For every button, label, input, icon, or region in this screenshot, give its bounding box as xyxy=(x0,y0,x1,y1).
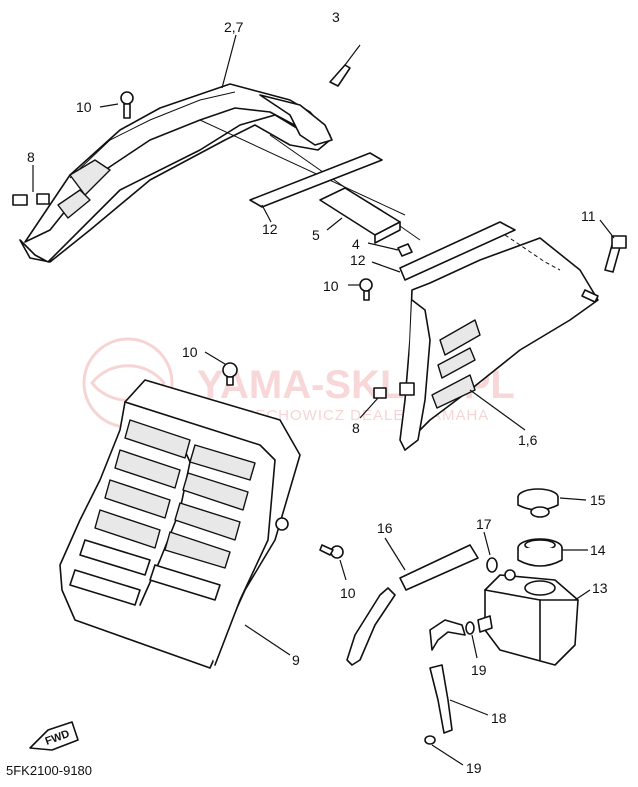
part-reservoir-tank xyxy=(477,569,579,666)
callout-19-a: 19 xyxy=(471,662,487,678)
part-bolt-10c xyxy=(222,362,238,386)
callout-8-b: 8 xyxy=(352,420,360,436)
callout-1-6: 1,6 xyxy=(518,432,538,448)
callout-8-a: 8 xyxy=(27,149,35,165)
callout-17: 17 xyxy=(476,516,492,532)
callout-18: 18 xyxy=(491,710,507,726)
part-bolt-10d xyxy=(319,544,344,559)
callout-13: 13 xyxy=(592,580,608,596)
part-strip-12a xyxy=(249,152,383,208)
callout-4: 4 xyxy=(352,236,360,252)
fwd-arrow: FWD xyxy=(29,721,79,751)
part-strip-12b xyxy=(399,221,516,281)
callout-10-d: 10 xyxy=(340,585,356,601)
part-bolt-11 xyxy=(604,235,627,273)
part-side-cover xyxy=(399,234,599,451)
part-nut-4 xyxy=(397,243,413,257)
part-hose-18 xyxy=(429,619,466,734)
callout-16: 16 xyxy=(377,520,393,536)
part-clip-8b xyxy=(373,382,415,399)
part-pad-5 xyxy=(319,187,401,244)
callout-9: 9 xyxy=(292,652,300,668)
callout-10-a: 10 xyxy=(76,99,92,115)
callout-5: 5 xyxy=(312,227,320,243)
callout-10-c: 10 xyxy=(182,344,198,360)
part-clamps xyxy=(424,557,498,745)
callout-11: 11 xyxy=(581,208,596,224)
part-cap-ring-14 xyxy=(517,538,563,567)
leader-lines xyxy=(32,34,615,766)
callout-3: 3 xyxy=(332,9,340,25)
part-shroud-bracket xyxy=(19,83,421,263)
callout-15: 15 xyxy=(590,492,606,508)
callout-19-b: 19 xyxy=(466,760,482,776)
callout-12-b: 12 xyxy=(350,252,366,268)
part-hose-16 xyxy=(346,544,479,666)
callouts: 2,7 3 10 8 12 5 4 12 11 10 10 8 1,6 15 1… xyxy=(27,9,608,776)
part-bolt-10b xyxy=(359,278,373,301)
part-rivet-3 xyxy=(329,44,361,87)
part-clip-8a xyxy=(12,193,50,206)
part-radiator-guard xyxy=(59,379,301,669)
callout-14: 14 xyxy=(590,542,606,558)
callout-2-7: 2,7 xyxy=(224,19,244,35)
part-cap-15 xyxy=(517,488,559,518)
part-bolt-10a xyxy=(120,91,134,119)
part-code: 5FK2100-9180 xyxy=(6,763,92,778)
callout-10-b: 10 xyxy=(323,278,339,294)
callout-12-a: 12 xyxy=(262,221,278,237)
